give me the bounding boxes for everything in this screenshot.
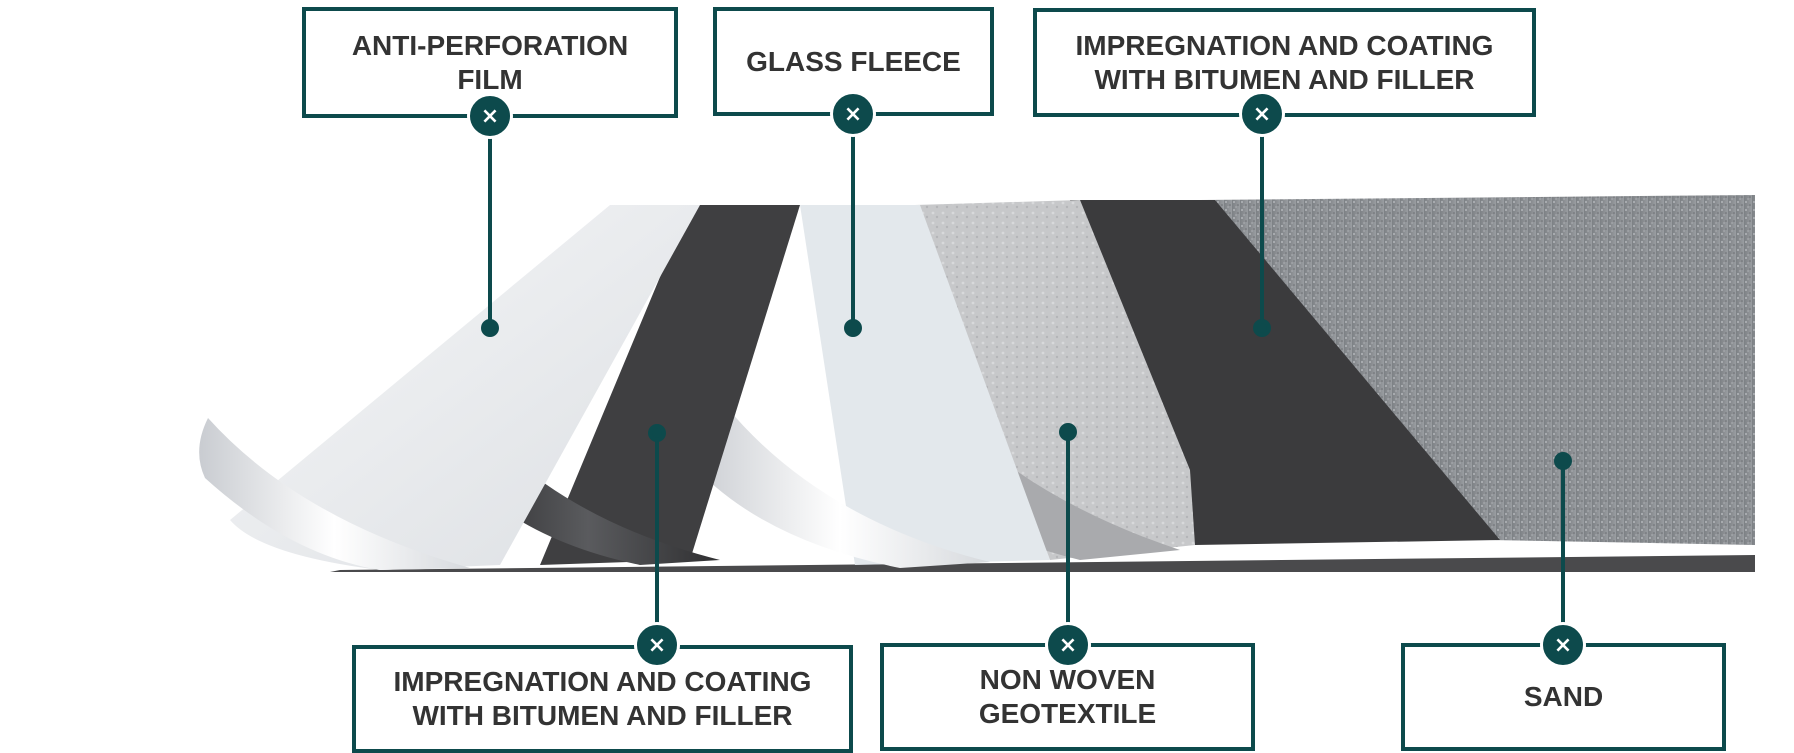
label-line: WITH BITUMEN AND FILLER bbox=[412, 700, 793, 731]
label-line: IMPREGNATION AND COATING bbox=[393, 666, 812, 697]
label-line: SAND bbox=[1523, 681, 1604, 712]
sand-layer bbox=[1200, 195, 1755, 545]
marker-dot-impregnation-2 bbox=[1253, 319, 1271, 337]
label-line: ANTI-PERFORATION bbox=[351, 29, 629, 61]
glass-fleece-layer bbox=[800, 205, 1050, 565]
film-curl bbox=[199, 418, 470, 570]
label-line: FILM bbox=[457, 63, 523, 95]
label-line: GLASS FLEECE bbox=[746, 45, 961, 77]
membrane-base-edge bbox=[330, 555, 1755, 572]
marker-dot-geotextile bbox=[1059, 423, 1077, 441]
close-icon[interactable]: × bbox=[634, 622, 680, 668]
close-icon[interactable]: × bbox=[1045, 622, 1091, 668]
bitumen-layer-1 bbox=[540, 205, 800, 565]
marker-dot-sand bbox=[1554, 452, 1572, 470]
geotextile-layer bbox=[915, 200, 1195, 560]
marker-dot-glass-fleece bbox=[844, 319, 862, 337]
close-icon[interactable]: × bbox=[467, 93, 513, 139]
film-layer bbox=[230, 205, 700, 570]
marker-dot-impregnation-1 bbox=[648, 424, 666, 442]
close-icon[interactable]: × bbox=[1540, 622, 1586, 668]
close-icon[interactable]: × bbox=[1239, 91, 1285, 137]
label-line: IMPREGNATION AND COATING bbox=[1075, 29, 1494, 61]
label-line: WITH BITUMEN AND FILLER bbox=[1094, 63, 1475, 95]
label-line: NON WOVEN bbox=[979, 664, 1156, 695]
marker-dot-film bbox=[481, 319, 499, 337]
label-line: GEOTEXTILE bbox=[978, 698, 1157, 729]
close-icon[interactable]: × bbox=[830, 91, 876, 137]
